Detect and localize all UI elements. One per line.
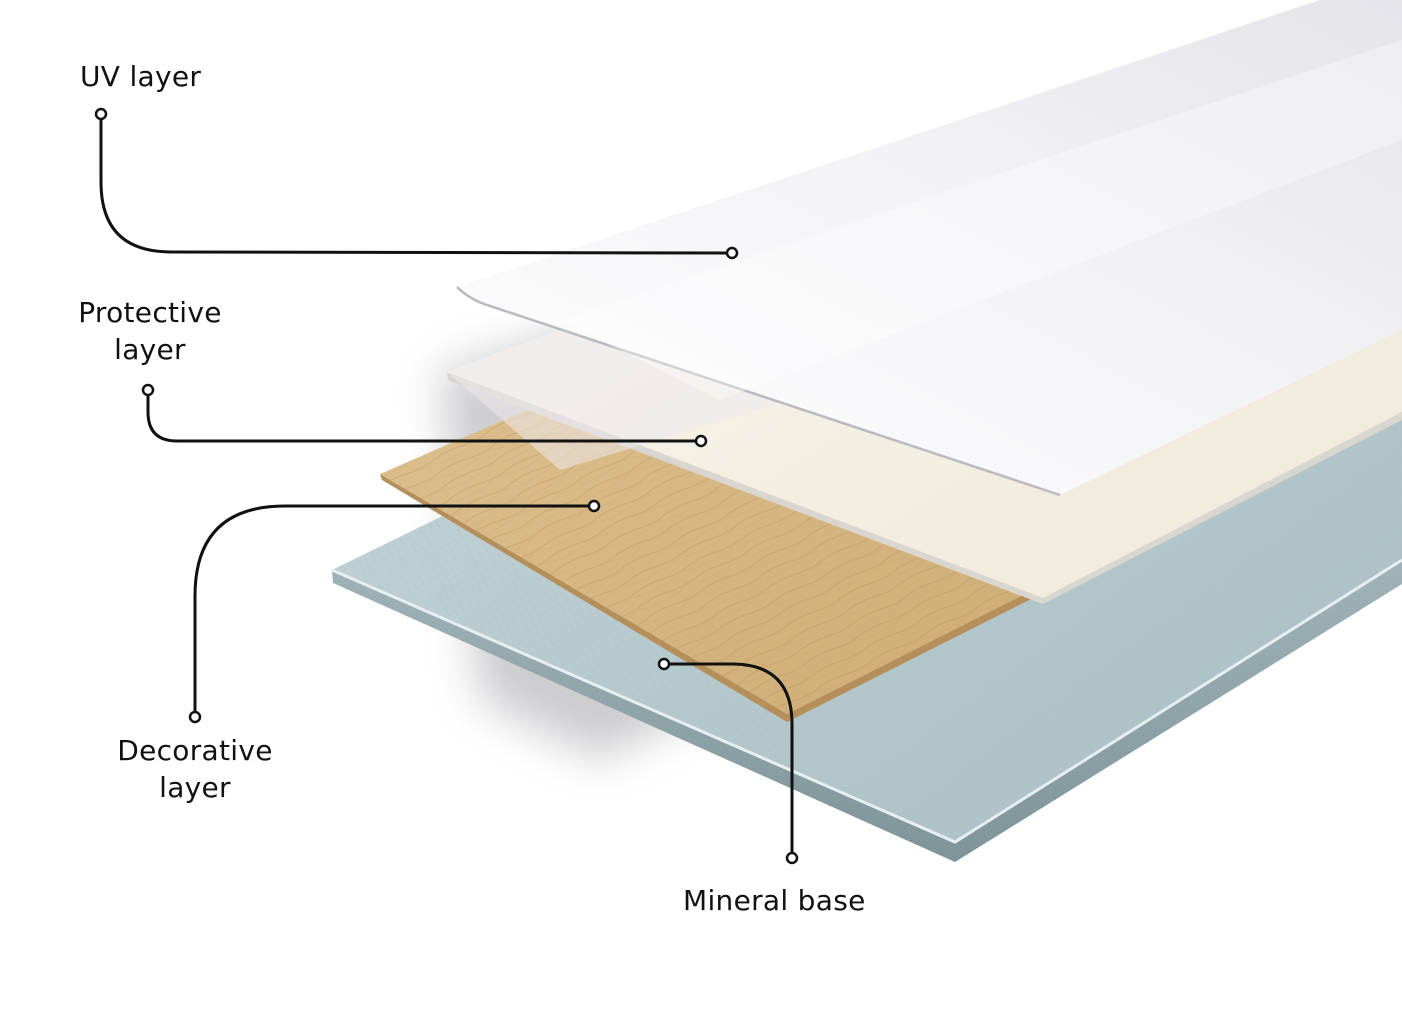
- protective-layer-dot: [694, 434, 708, 448]
- uv-layer-label-line: UV layer: [80, 60, 202, 93]
- leader-endpoints: [94, 107, 799, 865]
- mineral-layer-dot: [657, 657, 671, 671]
- uv-label-dot: [94, 107, 108, 121]
- decorative-layer-label-line-1: Decorative: [117, 734, 273, 767]
- decorative-leader-line: [193, 504, 594, 717]
- protective-layer-label-line-2: layer: [114, 333, 186, 366]
- mineral-label-dot: [785, 851, 799, 865]
- mineral-base-label: Mineral base: [683, 882, 866, 919]
- uv-layer-dot: [725, 246, 739, 260]
- decorative-layer-dot: [587, 499, 601, 513]
- uv-layer-label: UV layer: [80, 58, 201, 95]
- protective-layer-label-line-1: Protective: [78, 296, 222, 329]
- decorative-layer-label-line-2: layer: [159, 771, 231, 804]
- protective-leader-line: [146, 390, 701, 443]
- leader-lines: [99, 114, 794, 858]
- decorative-layer-label: Decorative layer: [95, 732, 295, 806]
- protective-layer-label: Protective layer: [50, 294, 250, 368]
- protective-label-dot: [141, 383, 155, 397]
- uv-leader-line: [99, 114, 733, 255]
- mineral-leader-line: [664, 662, 794, 858]
- mineral-base-label-line: Mineral base: [683, 884, 866, 917]
- decorative-label-dot: [188, 710, 202, 724]
- uv-layer: [456, 0, 1402, 497]
